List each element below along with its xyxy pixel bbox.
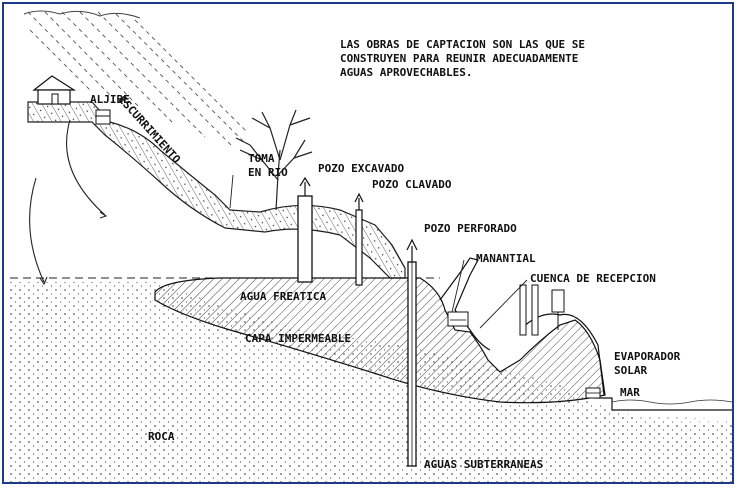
pozo-clavado-icon: [355, 194, 363, 285]
caption-line-2: CONSTRUYEN PARA REUNIR ADECUADAMENTE: [340, 52, 578, 65]
label-manantial: MANANTIAL: [476, 252, 536, 265]
label-aguas-subterraneas: AGUAS SUBTERRANEAS: [424, 458, 543, 471]
aljibe-tank-icon: [96, 110, 110, 124]
label-toma-line-1: TOMA: [248, 152, 275, 165]
pozo-perforado-icon: [407, 240, 417, 466]
label-pozo-perforado: POZO PERFORADO: [424, 222, 517, 235]
label-capa-impermeable: CAPA IMPERMEABLE: [245, 332, 351, 345]
hillside: [28, 102, 405, 278]
manantial-icon: [448, 312, 468, 326]
pozo-excavado-icon: [298, 178, 312, 282]
label-agua-freatica: AGUA FREATICA: [240, 290, 326, 303]
label-pozo-clavado: POZO CLAVADO: [372, 178, 452, 191]
label-cuenca: CUENCA DE RECEPCION: [530, 272, 656, 285]
label-evaporador-line-2: SOLAR: [614, 364, 647, 377]
evaporador-icon: [586, 388, 600, 398]
label-roca: ROCA: [148, 430, 175, 443]
label-mar: MAR: [620, 386, 640, 399]
caption-line-1: LAS OBRAS DE CAPTACION SON LAS QUE SE: [340, 38, 585, 51]
caption-line-3: AGUAS APROVECHABLES.: [340, 66, 472, 79]
house-icon: [34, 76, 74, 104]
label-pozo-excavado: POZO EXCAVADO: [318, 162, 404, 175]
label-evaporador-line-1: EVAPORADOR: [614, 350, 681, 363]
label-toma-line-2: EN RIO: [248, 166, 288, 179]
sea: [595, 398, 732, 410]
flow-arrows: [30, 120, 106, 284]
